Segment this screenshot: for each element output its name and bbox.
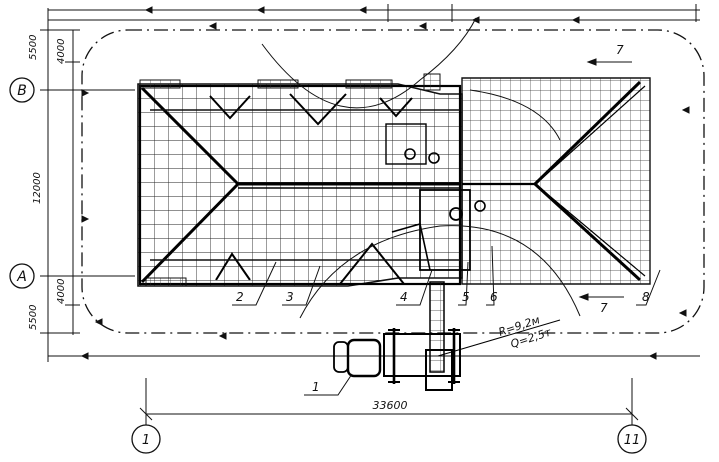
dim-top-inner: 4000 [56, 39, 67, 64]
callout-7-top: 7 [616, 43, 624, 57]
roof-framing [137, 73, 651, 287]
dim-overall-length: 33600 [373, 399, 408, 412]
svg-text:A: A [16, 269, 27, 285]
axis-marker-b: B [9, 77, 35, 103]
callout-4: 4 [400, 290, 408, 304]
axis-marker-1: 1 [131, 424, 161, 454]
dimension-lines [40, 4, 700, 428]
dim-bottom-inner: 4000 [56, 279, 67, 304]
dim-middle: 12000 [32, 172, 43, 204]
callout-3: 3 [286, 290, 294, 304]
callout-8: 8 [642, 290, 650, 304]
axis-marker-a: A [9, 263, 35, 289]
svg-text:11: 11 [624, 433, 641, 448]
axis-marker-11: 11 [617, 424, 647, 454]
callout-1: 1 [312, 380, 320, 394]
crane [333, 281, 561, 391]
crane-reach-arcs [261, 17, 581, 319]
callout-2: 2 [236, 290, 244, 304]
callout-6: 6 [490, 290, 498, 304]
dim-bottom-outer: 5500 [28, 305, 39, 330]
dim-top-outer: 5500 [28, 35, 39, 60]
svg-text:1: 1 [142, 433, 150, 448]
travel-flags [80, 6, 690, 360]
callout-7-bottom: 7 [600, 301, 608, 315]
callout-leaders [232, 58, 661, 396]
callout-5: 5 [462, 290, 470, 304]
svg-text:B: B [17, 83, 27, 99]
